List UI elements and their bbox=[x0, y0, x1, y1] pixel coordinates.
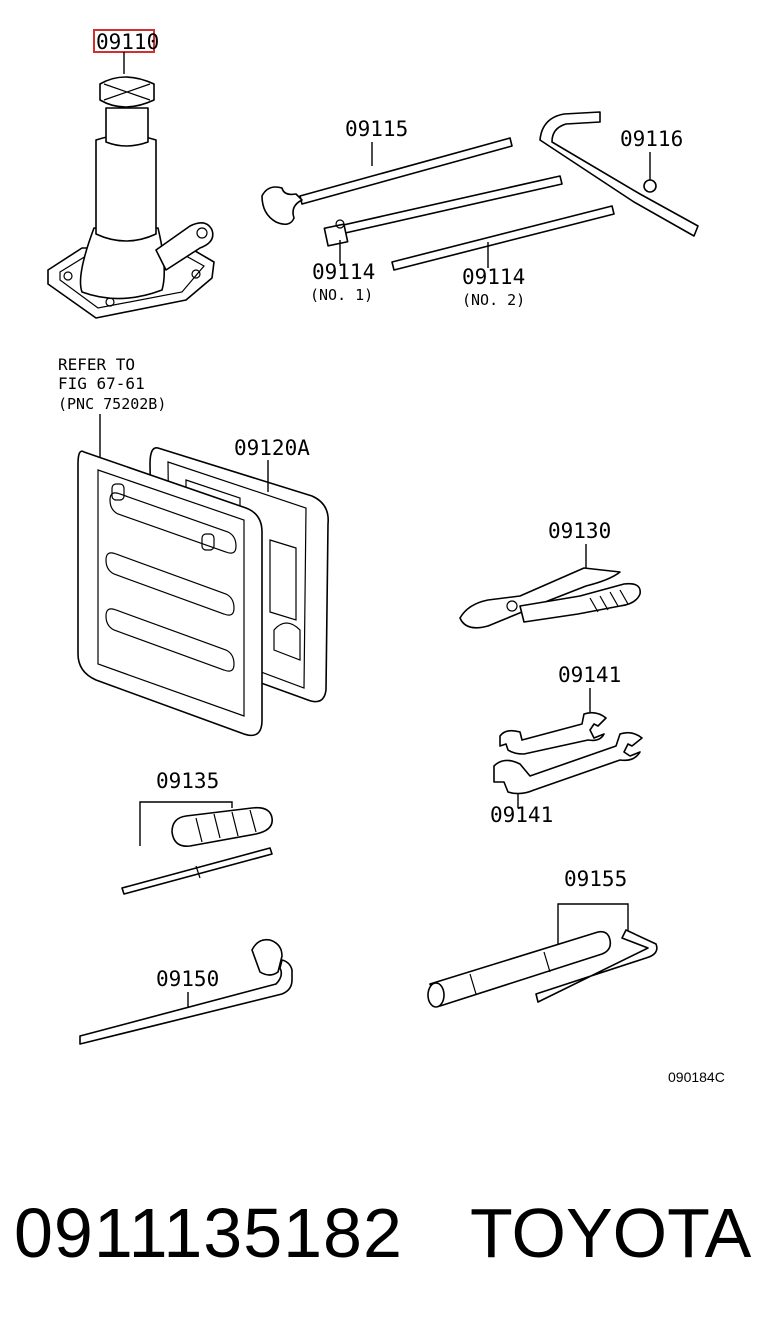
hub-nut-wrench-illustration: 09150 bbox=[79, 938, 293, 1045]
jack-illustration: 09110 bbox=[47, 29, 215, 319]
part-footer: 0911135182 TOYOTA bbox=[0, 1188, 760, 1298]
pliers-illustration: 09130 bbox=[459, 519, 641, 629]
refer-note-line2: FIG 67-61 bbox=[58, 374, 145, 393]
screwdriver-callout[interactable]: 09135 bbox=[156, 769, 219, 793]
pliers-callout[interactable]: 09130 bbox=[548, 519, 611, 543]
extension-no2-sub: (NO. 2) bbox=[462, 291, 525, 309]
refer-note-line1: REFER TO bbox=[58, 355, 135, 374]
plug-wrench-callout[interactable]: 09155 bbox=[564, 867, 627, 891]
plug-wrench-illustration: 09155 bbox=[427, 867, 658, 1008]
refer-note-line3: (PNC 75202B) bbox=[58, 395, 166, 413]
tool-bag-illustration: REFER TO FIG 67-61 (PNC 75202B) 09120A bbox=[58, 355, 329, 737]
jack-handle-callout[interactable]: 09115 bbox=[345, 117, 408, 141]
extension-no2-callout[interactable]: 09114 bbox=[462, 265, 525, 289]
screwdriver-illustration: 09135 bbox=[121, 769, 273, 895]
jack-handle-illustration: 09115 bbox=[261, 117, 513, 226]
lock-wrench-illustration: 09116 bbox=[539, 111, 699, 237]
wrench-lower-callout[interactable]: 09141 bbox=[490, 803, 553, 827]
lock-wrench-callout[interactable]: 09116 bbox=[620, 127, 683, 151]
figure-code: 090184C bbox=[668, 1069, 725, 1085]
extension-bar-no2-illustration: 09114 (NO. 2) bbox=[391, 205, 615, 309]
extension-no1-callout[interactable]: 09114 bbox=[312, 260, 375, 284]
extension-no1-sub: (NO. 1) bbox=[310, 286, 373, 304]
wrench-upper-callout[interactable]: 09141 bbox=[558, 663, 621, 687]
wrenches-illustration: 09141 09141 bbox=[490, 663, 643, 827]
brand-name: TOYOTA bbox=[470, 1194, 752, 1272]
extension-bar-no1-illustration: 09114 (NO. 1) bbox=[310, 175, 563, 304]
part-number: 0911135182 bbox=[14, 1194, 403, 1272]
tool-bag-callout[interactable]: 09120A bbox=[234, 436, 310, 460]
jack-callout[interactable]: 09110 bbox=[96, 30, 159, 54]
hub-nut-wrench-callout[interactable]: 09150 bbox=[156, 967, 219, 991]
